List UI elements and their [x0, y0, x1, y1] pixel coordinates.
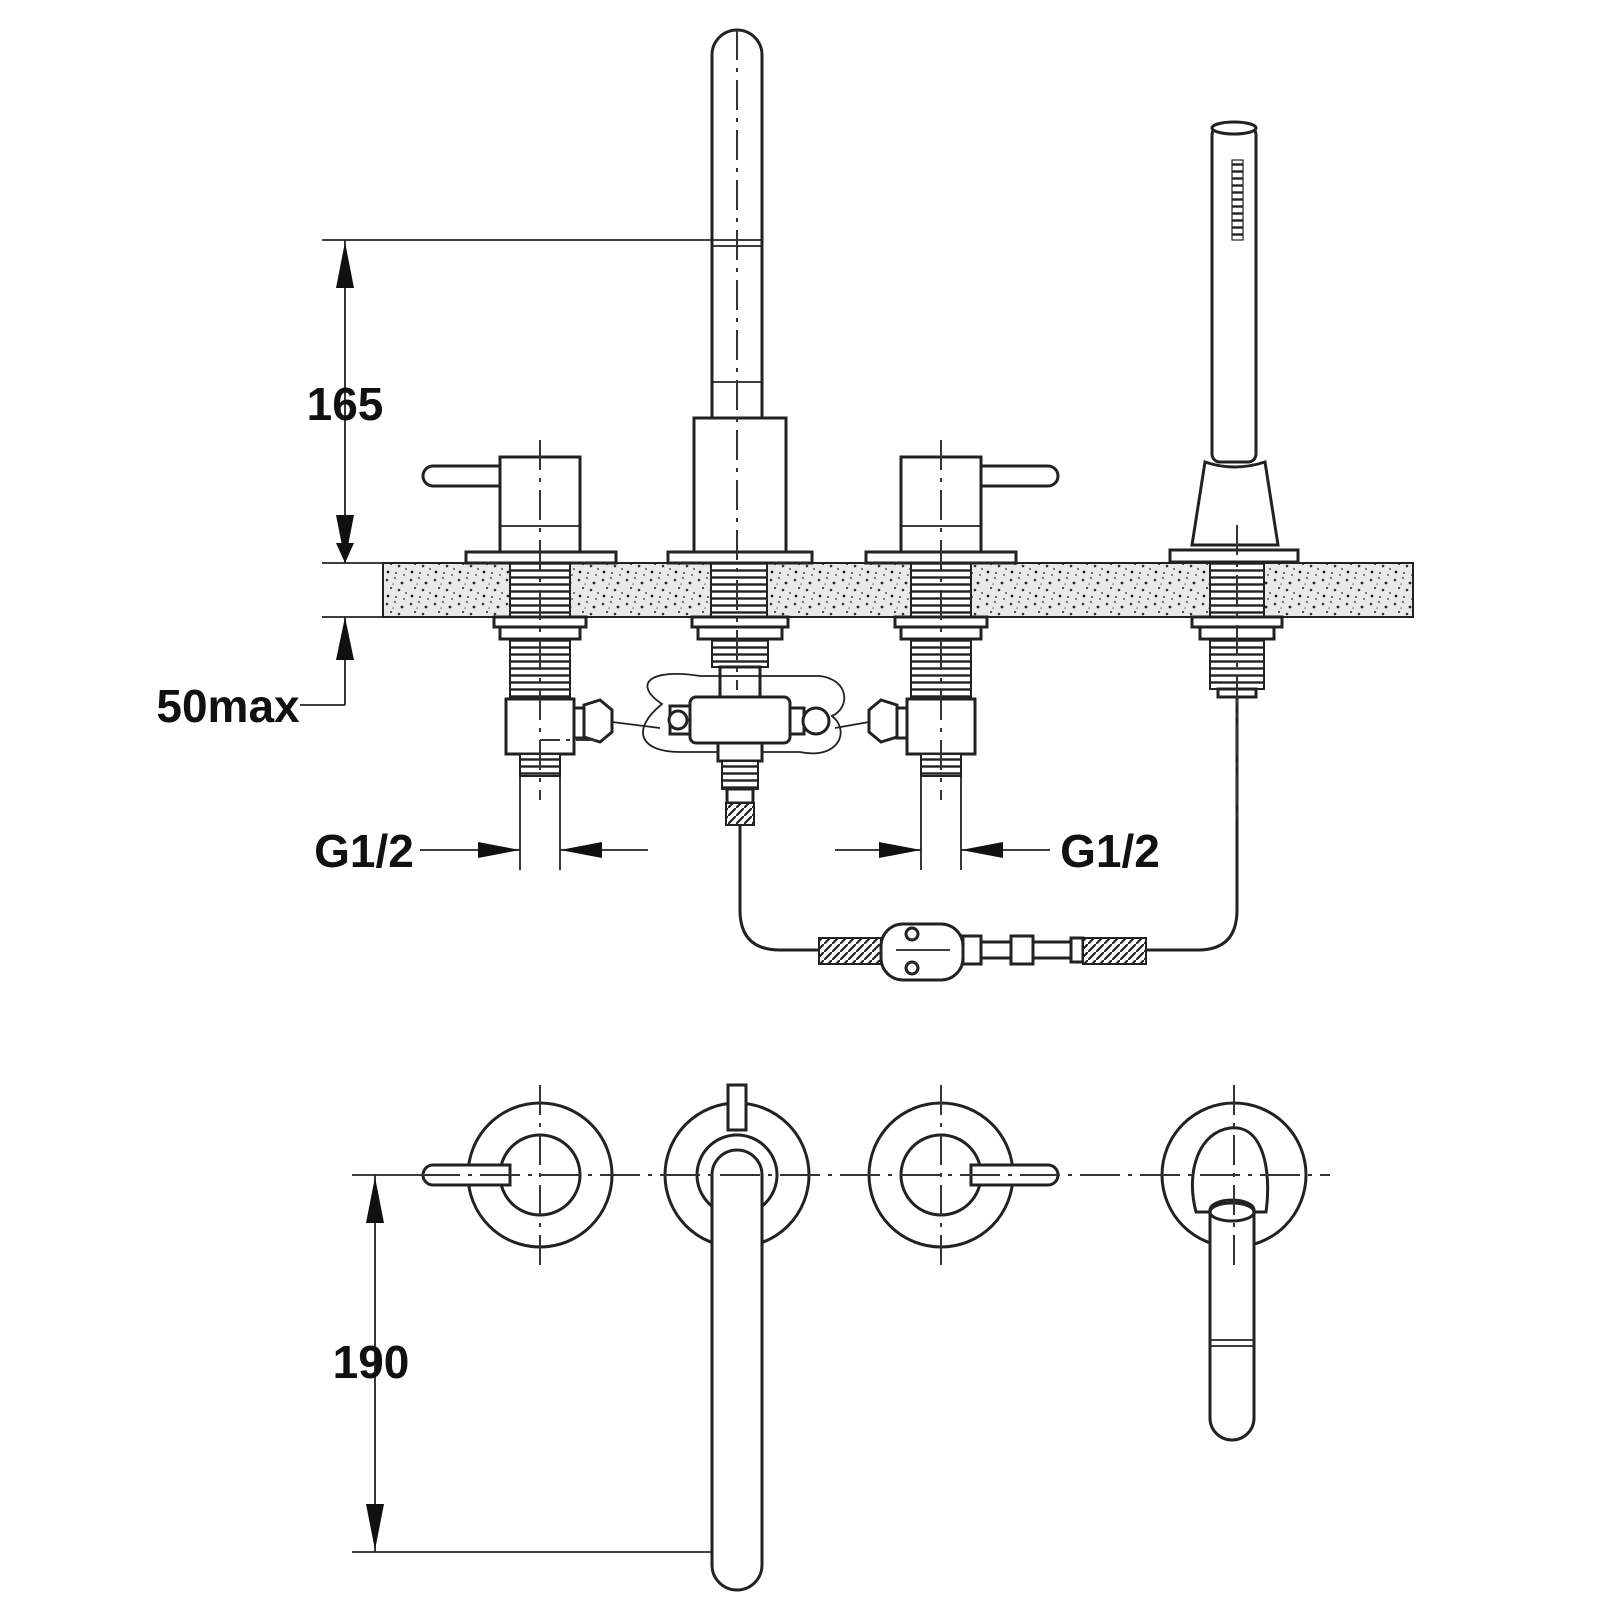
dimension-spout-projection: 190 — [333, 1174, 712, 1553]
diverter-assembly — [642, 615, 846, 826]
plan-center-lines — [420, 1085, 1330, 1268]
elevation-view: 165 50max G1/2 — [156, 28, 1414, 982]
shower-handset — [1168, 120, 1300, 564]
dimension-165-label: 165 — [307, 378, 384, 430]
dimension-190-label: 190 — [333, 1336, 410, 1388]
thread-left-label: G1/2 — [314, 825, 414, 877]
dimension-50max-label: 50max — [156, 680, 300, 732]
spout-shank — [710, 562, 768, 618]
right-lever-valve — [864, 455, 1060, 565]
dimension-deck-thickness: 50max — [156, 543, 354, 732]
shower-hose — [738, 697, 1239, 982]
dimension-thread-right: G1/2 — [835, 776, 1160, 877]
dimension-thread-left: G1/2 — [314, 776, 648, 877]
thread-right-label: G1/2 — [1060, 825, 1160, 877]
left-valve-underside — [492, 615, 661, 777]
left-lever-valve — [421, 455, 618, 565]
spout — [666, 28, 814, 565]
elevation-center-lines — [539, 30, 1238, 820]
plan-view: 190 — [333, 1083, 1330, 1592]
spout-rosette — [663, 1083, 811, 1592]
dimension-spout-height: 165 — [307, 239, 712, 618]
right-valve-underside — [834, 615, 989, 777]
